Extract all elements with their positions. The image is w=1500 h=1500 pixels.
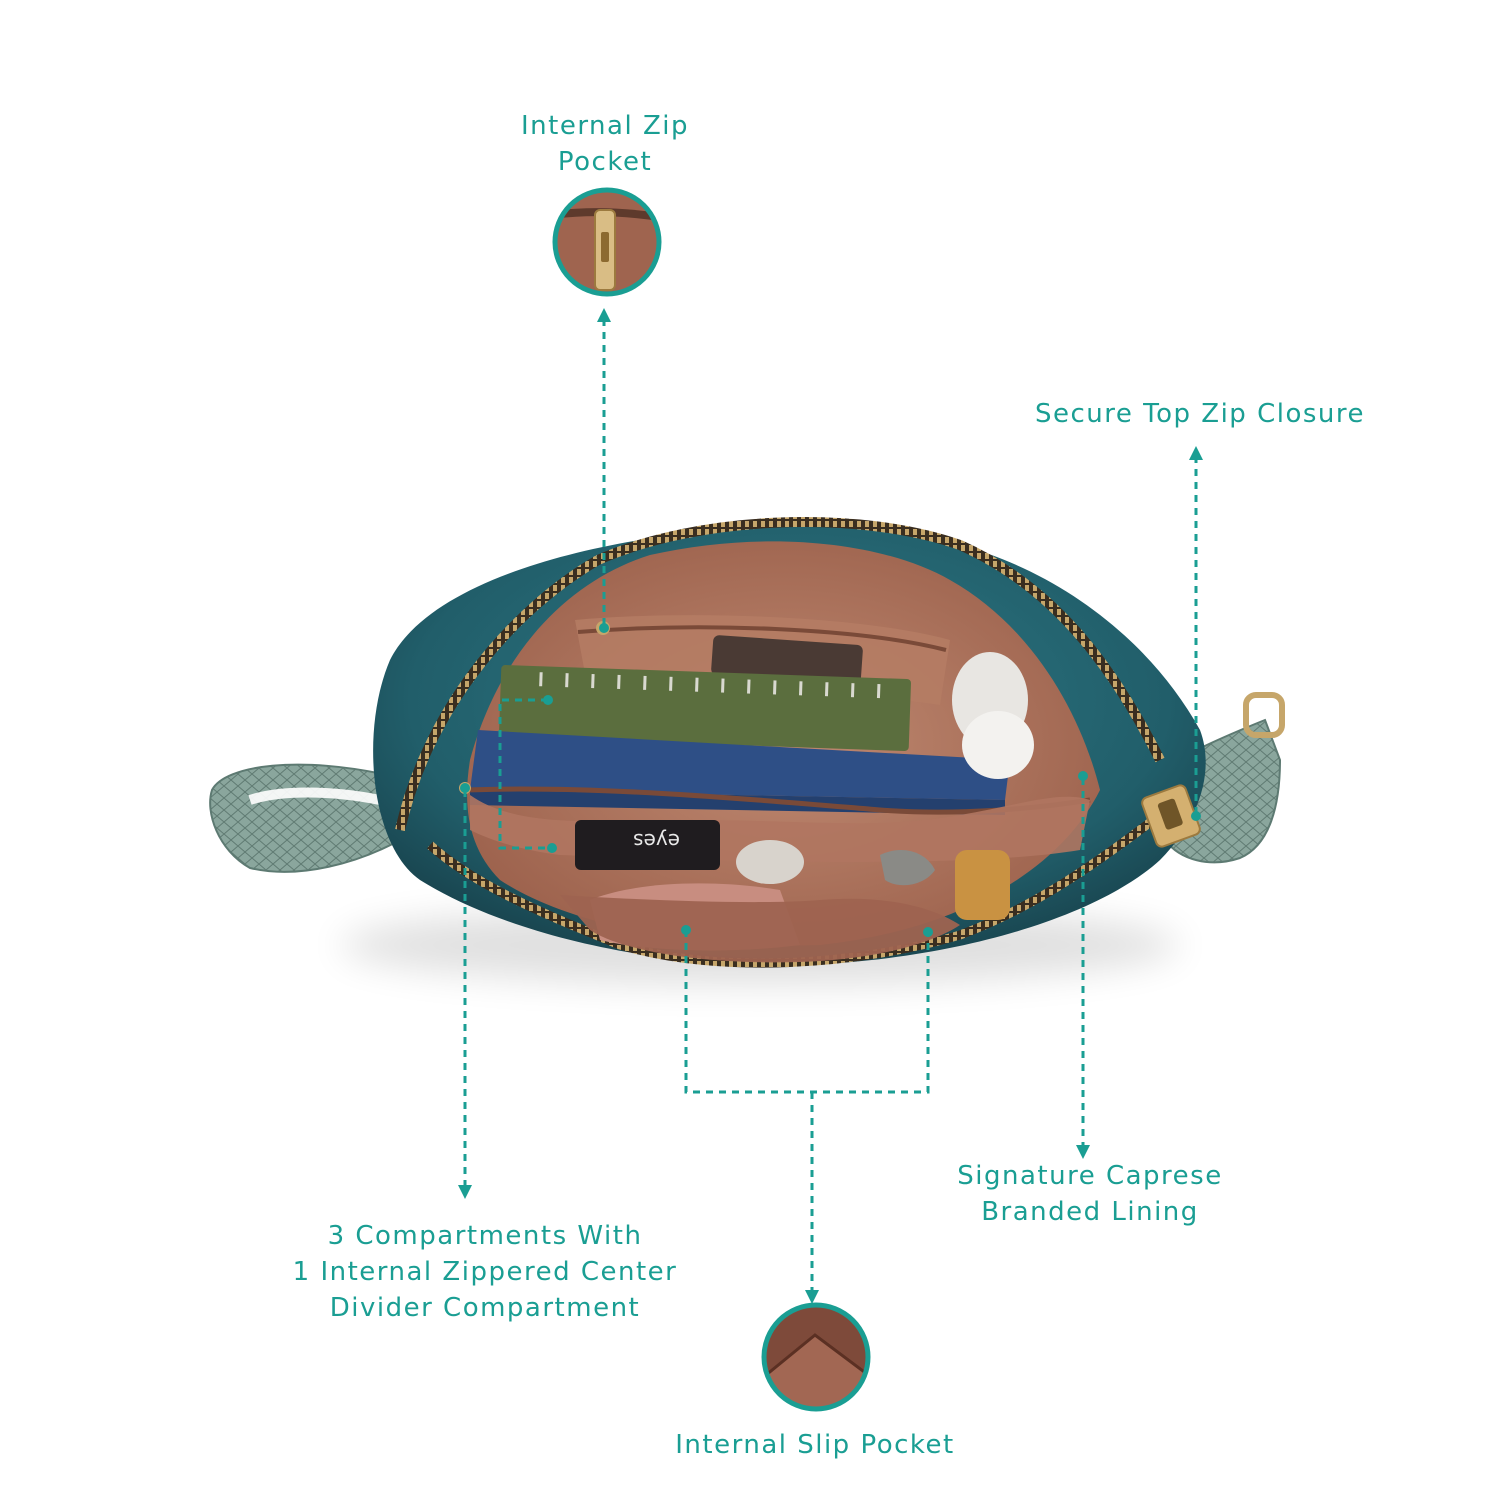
top-zip-track (595, 517, 1165, 763)
slip-pocket (560, 895, 960, 963)
callout-internal-slip-pocket-line1: Internal Slip Pocket (675, 1430, 955, 1460)
callout-compartments-line2: 1 Internal Zippered Center (292, 1257, 678, 1287)
callout-markers (458, 308, 1203, 1304)
keys (880, 850, 935, 886)
zip-pocket-detail-ring (552, 187, 662, 297)
callout-signature-lining-line2: Branded Lining (981, 1197, 1199, 1227)
callout-leader-lines (463, 322, 1198, 1290)
green-notebook (499, 665, 911, 751)
callout-signature-lining-line1: Signature Caprese (957, 1161, 1223, 1191)
callout-compartments-line1: 3 Compartments With (327, 1221, 643, 1251)
phone-card (711, 635, 863, 685)
callout-secure-top-zip: Secure Top Zip Closure (1010, 396, 1390, 432)
eyeshadow-palette (575, 820, 720, 870)
callout-compartments: 3 Compartments With 1 Internal Zippered … (255, 1218, 715, 1326)
callout-internal-zip-pocket-line2: Pocket (557, 147, 653, 177)
callout-signature-lining: Signature Caprese Branded Lining (930, 1158, 1250, 1230)
callout-internal-zip-pocket-line1: Internal Zip (520, 111, 689, 141)
callout-internal-slip-pocket: Internal Slip Pocket (640, 1427, 990, 1463)
eyeshadow-label: eyes (633, 829, 680, 853)
callout-compartments-line3: Divider Compartment (329, 1293, 641, 1323)
slip-pocket-detail-photo (764, 1305, 868, 1409)
perfume-bottle (955, 850, 1010, 920)
earbuds-case (736, 840, 804, 884)
strap-buckle (1243, 692, 1285, 738)
callout-internal-zip-pocket: Internal Zip Pocket (485, 108, 725, 180)
left-strap (209, 763, 402, 873)
zip-pocket-detail-photo (555, 190, 659, 294)
blue-book (470, 730, 1010, 800)
callout-secure-top-zip-line1: Secure Top Zip Closure (1034, 399, 1366, 429)
slip-pocket-detail-ring (761, 1302, 871, 1412)
